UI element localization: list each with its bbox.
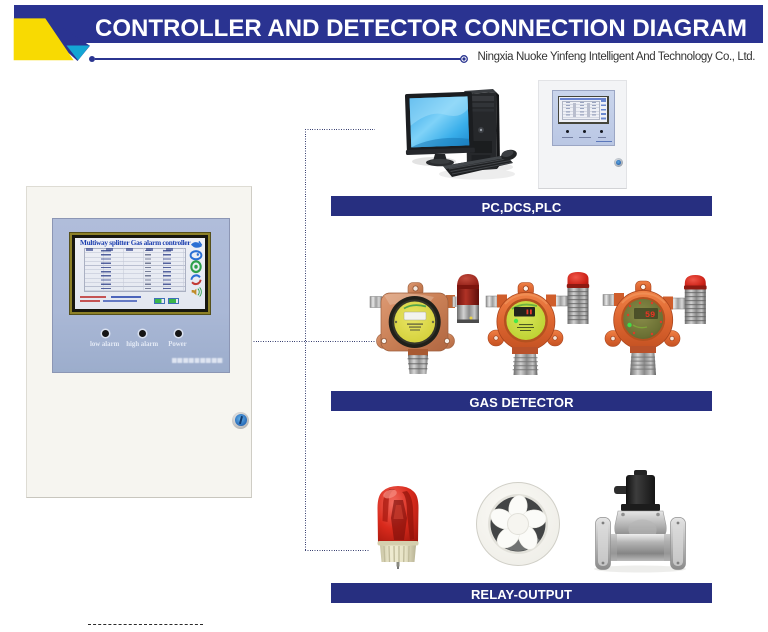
svg-text:59: 59	[645, 310, 655, 320]
